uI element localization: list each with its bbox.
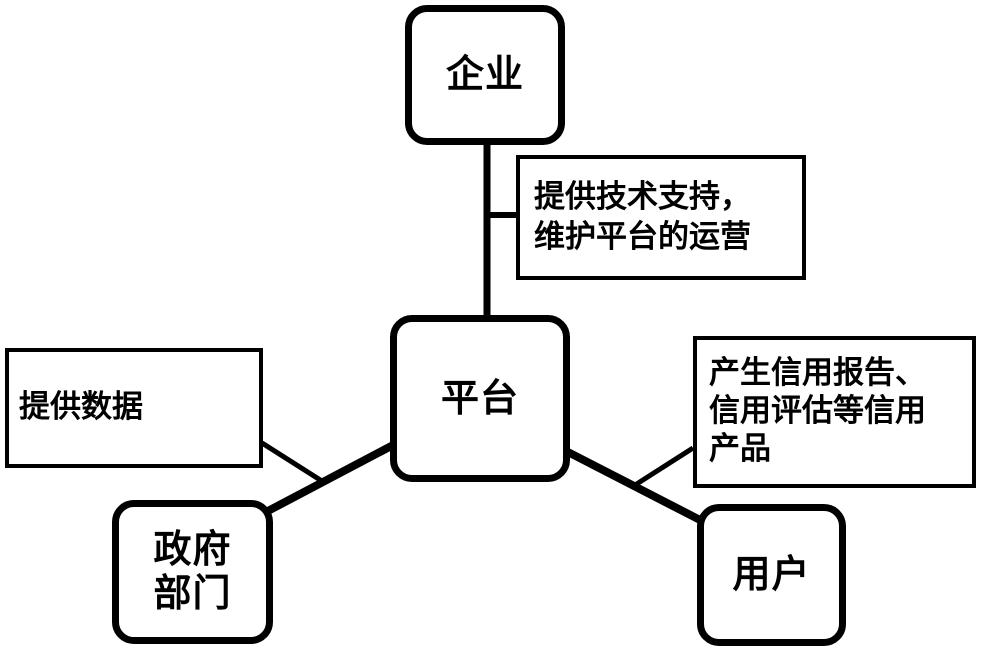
node-government-label: 政府 部门 bbox=[153, 527, 232, 615]
node-government[interactable]: 政府 部门 bbox=[112, 500, 273, 644]
annotation-tech-support-text: 提供技术支持， 维护平台的运营 bbox=[534, 178, 751, 255]
annotation-tech-support[interactable]: 提供技术支持， 维护平台的运营 bbox=[516, 155, 806, 280]
node-user-label: 用户 bbox=[732, 552, 811, 597]
node-enterprise-label: 企业 bbox=[445, 52, 524, 97]
node-enterprise[interactable]: 企业 bbox=[405, 5, 565, 145]
annotation-products[interactable]: 产生信用报告、 信用评估等信用 产品 bbox=[693, 336, 976, 488]
annotation-products-text: 产生信用报告、 信用评估等信用 产品 bbox=[709, 355, 926, 467]
leader-provide-data bbox=[260, 440, 327, 486]
node-platform-label: 平台 bbox=[440, 375, 519, 420]
node-user[interactable]: 用户 bbox=[697, 504, 846, 646]
annotation-provide-data[interactable]: 提供数据 bbox=[5, 348, 263, 468]
node-platform[interactable]: 平台 bbox=[390, 315, 570, 482]
edge-platform-government bbox=[264, 439, 399, 516]
annotation-provide-data-text: 提供数据 bbox=[19, 389, 143, 426]
leader-products bbox=[630, 445, 695, 490]
